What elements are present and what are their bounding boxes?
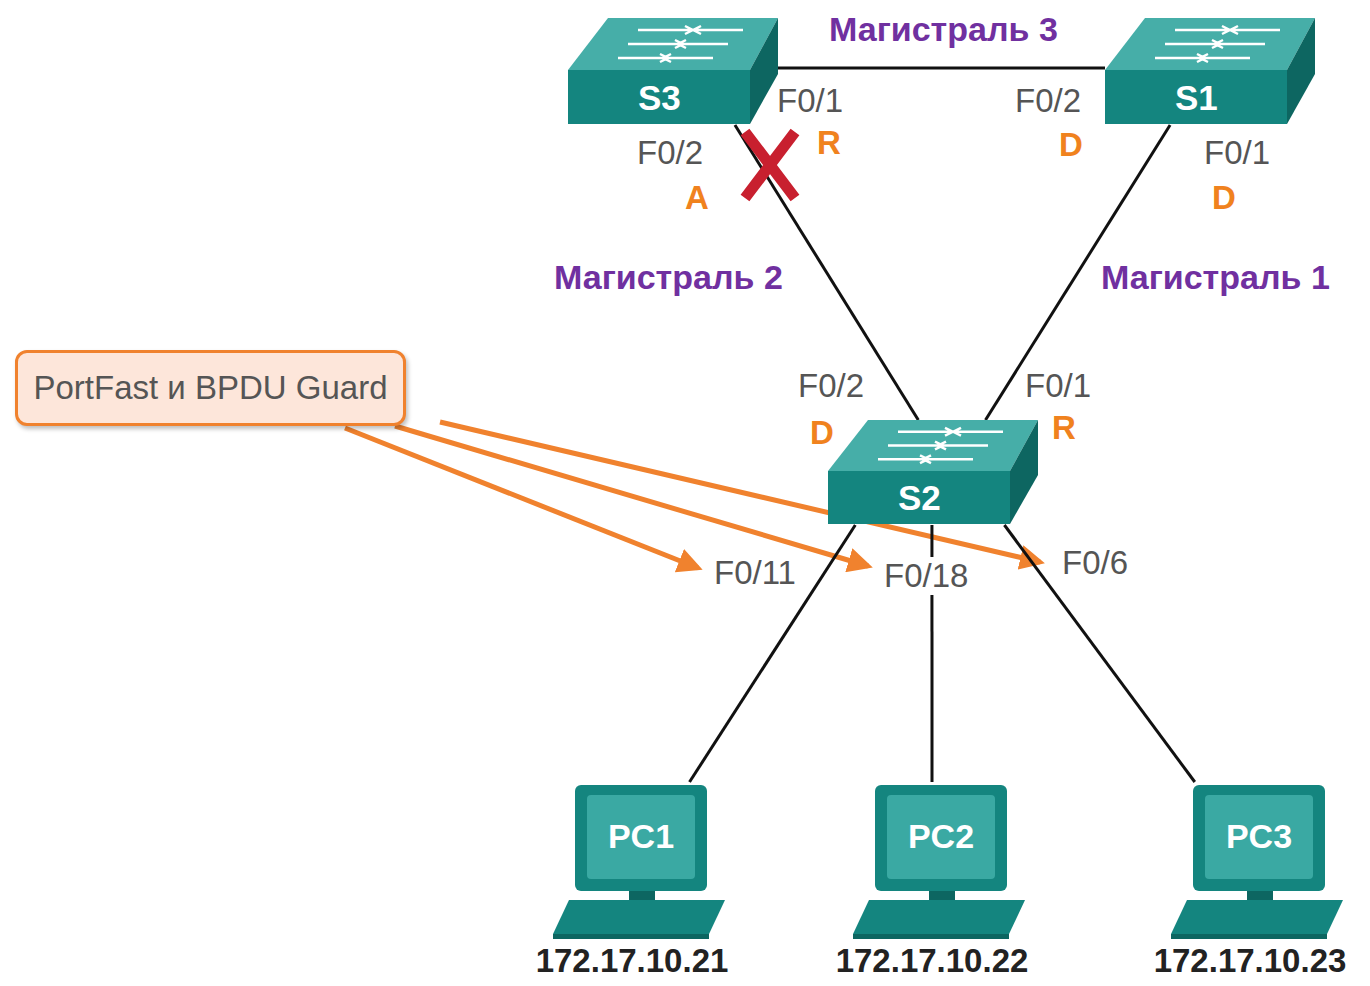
switch-front — [1105, 70, 1287, 124]
pc-node: PC1 172.17.10.21 — [517, 782, 747, 982]
port-label: F0/18 — [882, 557, 970, 595]
link-line — [1004, 525, 1194, 782]
switch-front — [828, 471, 1010, 524]
switch-top — [828, 420, 1038, 471]
switch-side — [1010, 420, 1038, 524]
switch-arrow — [938, 442, 988, 450]
switch-arrow — [953, 428, 1003, 436]
switch-name: S2 — [898, 478, 941, 518]
monitor-stand — [629, 891, 655, 900]
switch-face: S1 — [1105, 70, 1288, 125]
callout-box: PortFast и BPDU Guard — [15, 350, 406, 426]
keyboard-edge — [553, 934, 709, 939]
pc-name: PC1 — [608, 817, 674, 856]
switch-arrow — [663, 54, 713, 62]
pc-screen: PC2 — [887, 795, 995, 879]
keyboard — [553, 900, 725, 934]
switch-node: S3 — [568, 18, 778, 125]
callout-arrow — [395, 426, 868, 566]
pc-screen: PC3 — [1205, 795, 1313, 879]
pc-node: PC2 172.17.10.22 — [817, 782, 1047, 982]
port-label: F0/1 — [1202, 134, 1272, 172]
keyboard-edge — [1171, 934, 1327, 939]
monitor — [875, 785, 1007, 891]
port-label: F0/2 — [1013, 82, 1083, 120]
switch-arrow — [618, 54, 668, 62]
port-role: D — [1210, 179, 1238, 217]
switch-arrow — [678, 40, 728, 48]
pc-name: PC2 — [908, 817, 974, 856]
switch-arrow — [898, 428, 953, 436]
switch-node: S1 — [1105, 18, 1315, 125]
ip-address: 172.17.10.21 — [536, 942, 729, 980]
ip-address: 172.17.10.22 — [836, 942, 1029, 980]
port-label: F0/11 — [712, 554, 798, 592]
monitor-stand — [929, 891, 955, 900]
keyboard — [1171, 900, 1343, 934]
pc-name: PC3 — [1226, 817, 1292, 856]
switch-arrow — [1200, 54, 1250, 62]
monitor — [575, 785, 707, 891]
monitor — [1193, 785, 1325, 891]
screen — [587, 795, 695, 879]
screen — [887, 795, 995, 879]
callout-text: PortFast и BPDU Guard — [33, 369, 387, 407]
keyboard — [853, 900, 1025, 934]
pc-screen: PC1 — [587, 795, 695, 879]
pc-icon — [817, 782, 1047, 942]
ip-address: 172.17.10.23 — [1154, 942, 1347, 980]
switch-front — [568, 70, 750, 124]
switch-arrow — [888, 442, 943, 450]
switch-name: S1 — [1175, 78, 1218, 118]
switch-top — [1105, 18, 1315, 70]
switch-arrow — [693, 26, 743, 34]
switch-face: S2 — [828, 471, 1011, 525]
switch-arrow — [1215, 40, 1265, 48]
pc-caption: 172.17.10.22 — [817, 940, 1047, 982]
switch-arrow — [638, 26, 693, 34]
trunk-label: Магистраль 2 — [551, 258, 786, 297]
screen — [1205, 795, 1313, 879]
port-label: F0/1 — [775, 82, 845, 120]
blocked-cross — [745, 132, 795, 198]
pc-caption: 172.17.10.23 — [1135, 940, 1365, 982]
port-label: F0/1 — [1023, 367, 1093, 405]
switch-side — [1287, 18, 1315, 124]
link-line — [690, 525, 856, 782]
monitor-stand — [1247, 891, 1273, 900]
switch-arrow — [628, 40, 683, 48]
switch-arrow — [1230, 26, 1280, 34]
switch-arrow — [878, 455, 928, 463]
trunk-label: Магистраль 1 — [1098, 258, 1333, 297]
trunk-label: Магистраль 3 — [826, 10, 1061, 49]
port-role: D — [1057, 126, 1085, 164]
port-label: F0/2 — [635, 134, 705, 172]
port-role: A — [683, 179, 711, 217]
switch-face: S3 — [568, 70, 751, 125]
pc-caption: 172.17.10.21 — [517, 940, 747, 982]
blocked-mark — [745, 132, 795, 198]
port-role: R — [1050, 409, 1078, 447]
switch-arrow — [1155, 54, 1205, 62]
switch-name: S3 — [638, 78, 681, 118]
keyboard-edge — [853, 934, 1009, 939]
pc-icon — [517, 782, 747, 942]
pc-node: PC3 172.17.10.23 — [1135, 782, 1365, 982]
switch-node: S2 — [828, 420, 1038, 525]
port-label: F0/2 — [796, 367, 866, 405]
switch-arrow — [923, 455, 973, 463]
switch-arrow — [1175, 26, 1230, 34]
port-label: F0/6 — [1060, 544, 1130, 582]
switch-side — [750, 18, 778, 124]
switch-top — [568, 18, 778, 70]
port-role: R — [815, 124, 843, 162]
port-role: D — [808, 414, 836, 452]
link-line — [778, 66, 1105, 69]
pc-icon — [1135, 782, 1365, 942]
switch-arrow — [1165, 40, 1220, 48]
